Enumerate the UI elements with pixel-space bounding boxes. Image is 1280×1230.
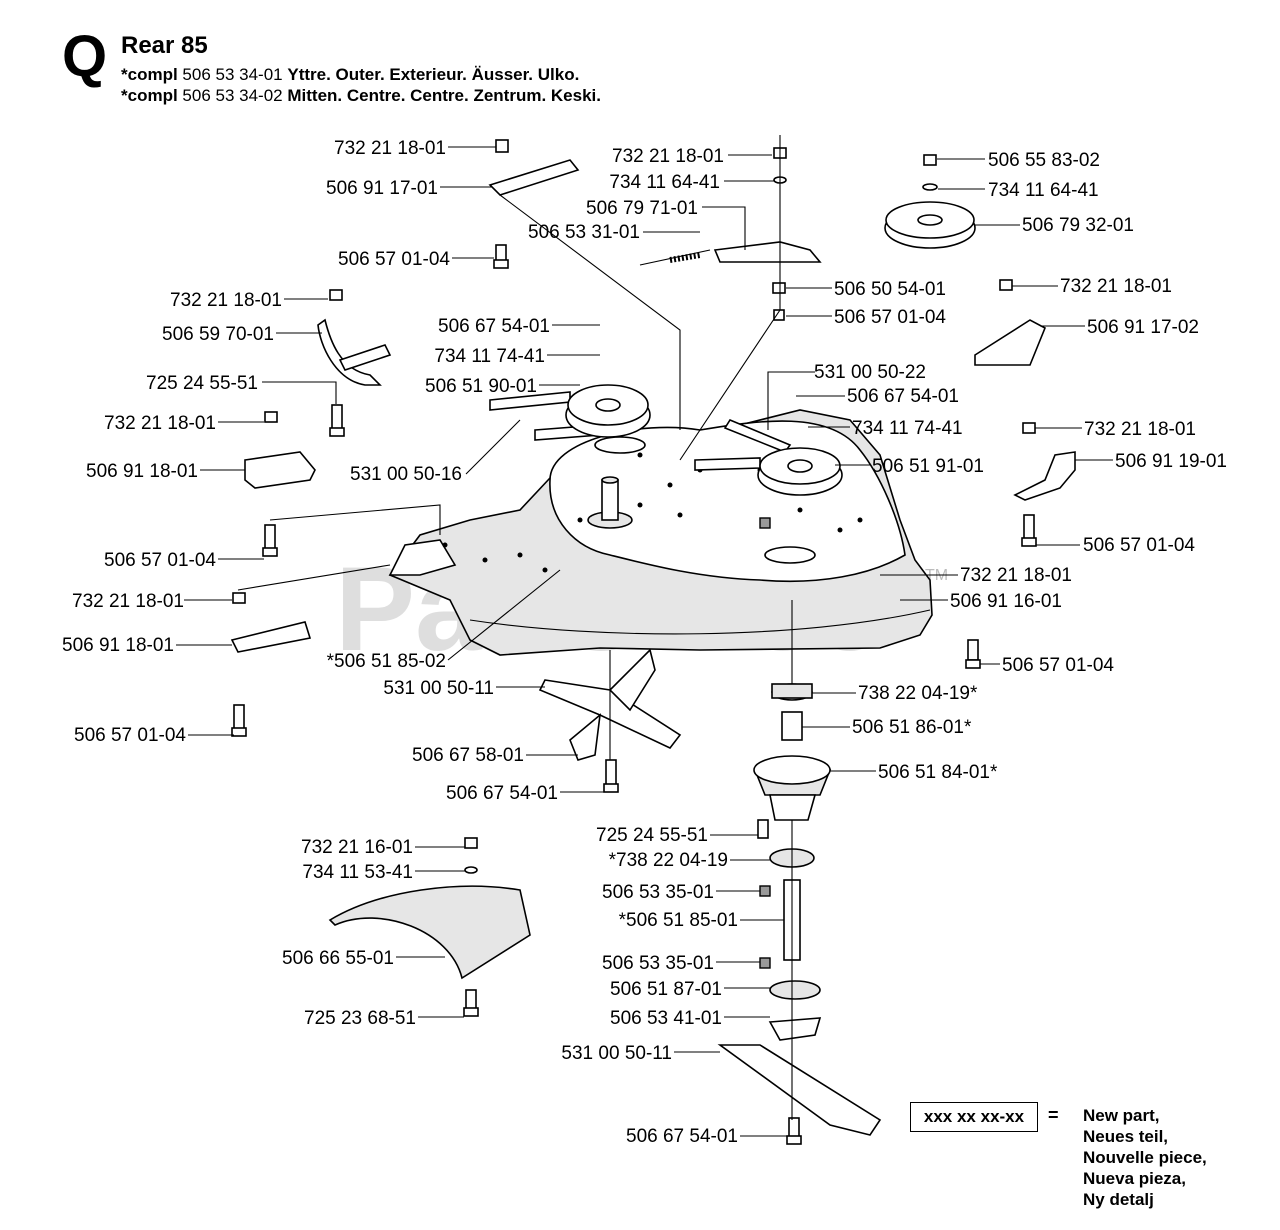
- legend-list: New part, Neues teil, Nouvelle piece, Nu…: [1083, 1105, 1207, 1210]
- assembly-line-outer: *compl 506 53 34-01 Yttre. Outer. Exteri…: [121, 66, 579, 83]
- assembly-description: Mitten. Centre. Centre. Zentrum. Keski.: [287, 86, 601, 105]
- part-number-label: 732 21 18-01: [1084, 419, 1196, 440]
- part-number-label: 506 51 91-01: [872, 456, 984, 477]
- compl-prefix: *compl: [121, 65, 178, 84]
- bolt-right-deck: [965, 639, 981, 669]
- bracket-left-mid: [244, 411, 316, 557]
- part-number-label: 732 21 18-01: [960, 565, 1072, 586]
- part-number-label: 531 00 50-11: [383, 678, 494, 699]
- part-number-label: 506 67 54-01: [847, 386, 959, 407]
- part-number-label: 506 67 54-01: [446, 783, 558, 804]
- belt-pulley-right: [694, 419, 843, 496]
- part-number-label: 506 57 01-04: [104, 550, 216, 571]
- part-number-label: 725 24 55-51: [596, 825, 708, 846]
- part-number-label: 506 53 31-01: [528, 222, 640, 243]
- part-number-label: 506 51 86-01*: [852, 717, 972, 738]
- part-number-label: 506 79 71-01: [586, 198, 698, 219]
- assembly-number: 506 53 34-02: [182, 86, 283, 105]
- part-labels: 732 21 18-01 506 91 17-01 506 57 01-04 732 …: [62, 138, 1227, 1147]
- part-number-label: 506 51 90-01: [425, 376, 537, 397]
- part-number-label: 732 21 18-01: [1060, 276, 1172, 297]
- part-number-label: 506 51 87-01: [610, 979, 722, 1000]
- part-number-label: 531 00 50-11: [561, 1043, 672, 1064]
- part-number-label: 725 23 68-51: [304, 1008, 416, 1029]
- deck-housing: [388, 409, 933, 656]
- part-number-label: 506 91 18-01: [62, 635, 174, 656]
- part-number-label: 506 57 01-04: [834, 307, 946, 328]
- part-number-label: 506 67 54-01: [626, 1126, 738, 1147]
- legend-line: New part,: [1083, 1106, 1160, 1125]
- part-number-label: 506 59 70-01: [162, 324, 274, 345]
- part-number-label: 732 21 18-01: [72, 591, 184, 612]
- legend-line: Nouvelle piece,: [1083, 1148, 1207, 1167]
- bracket-right-top: [974, 279, 1047, 366]
- part-number-label: 506 53 41-01: [610, 1008, 722, 1029]
- part-number-label: 506 91 19-01: [1115, 451, 1227, 472]
- part-number-label: 732 21 18-01: [170, 290, 282, 311]
- part-number-label: 506 67 58-01: [412, 745, 524, 766]
- bracket-right-mid: [1013, 422, 1076, 547]
- page-title: Rear 85: [121, 32, 208, 59]
- part-number-label: *738 22 04-19: [609, 850, 728, 871]
- part-number-label: 734 11 64-41: [609, 172, 720, 193]
- blade-lower: [717, 1044, 882, 1145]
- part-number-label: 506 53 35-01: [602, 953, 714, 974]
- assembly-number: 506 53 34-01: [182, 65, 283, 84]
- part-number-label: *506 51 85-02: [327, 651, 446, 672]
- legend-line: Neues teil,: [1083, 1127, 1169, 1146]
- part-number-label: *506 51 85-01: [619, 910, 738, 931]
- part-number-label: 732 21 16-01: [301, 837, 413, 858]
- part-number-label: 506 55 83-02: [988, 150, 1100, 171]
- belt-pulley-left: [489, 384, 651, 441]
- part-number-label: 506 53 35-01: [602, 882, 714, 903]
- part-number-label: 506 66 55-01: [282, 948, 394, 969]
- legend-line: Ny detalj: [1083, 1190, 1154, 1209]
- part-number-label: 506 91 16-01: [950, 591, 1062, 612]
- leader-lines: [176, 135, 1113, 1137]
- part-number-label: 531 00 50-16: [350, 464, 462, 485]
- compl-prefix: *compl: [121, 86, 178, 105]
- part-number-label: 732 21 18-01: [104, 413, 216, 434]
- legend-equals: =: [1048, 1105, 1059, 1125]
- bracket-left-low: [230, 592, 312, 737]
- part-number-label: 531 00 50-22: [814, 362, 926, 383]
- bracket-top-left: [488, 139, 580, 269]
- part-number-label: 734 11 64-41: [988, 180, 1099, 201]
- assembly-line-centre: *compl 506 53 34-02 Mitten. Centre. Cent…: [121, 87, 601, 104]
- bracket-left-clip: [317, 289, 392, 437]
- section-letter: Q: [62, 24, 108, 89]
- part-number-label: 506 91 17-02: [1087, 317, 1199, 338]
- tension-arm: [639, 147, 822, 321]
- legend-line: Nueva pieza,: [1083, 1169, 1186, 1188]
- part-number-label: 506 91 17-01: [326, 178, 438, 199]
- part-number-label: 732 21 18-01: [612, 146, 724, 167]
- part-number-label: 738 22 04-19*: [858, 683, 978, 704]
- part-number-label: 506 57 01-04: [1083, 535, 1195, 556]
- idler-pulley: [884, 154, 976, 249]
- new-part-legend-box: xxx xx xx-xx: [910, 1102, 1038, 1132]
- part-number-label: 734 11 74-41: [852, 418, 963, 439]
- part-number-label: 506 79 32-01: [1022, 215, 1134, 236]
- part-number-label: 734 11 74-41: [434, 346, 545, 367]
- part-number-label: 506 57 01-04: [1002, 655, 1114, 676]
- part-number-label: 732 21 18-01: [334, 138, 446, 159]
- part-number-label: 506 67 54-01: [438, 316, 550, 337]
- part-number-label: 506 57 01-04: [74, 725, 186, 746]
- part-number-label: 725 24 55-51: [146, 373, 258, 394]
- part-number-label: 734 11 53-41: [302, 862, 413, 883]
- part-number-label: 506 50 54-01: [834, 279, 946, 300]
- part-number-label: 506 91 18-01: [86, 461, 198, 482]
- deflector-plate: [328, 837, 531, 1017]
- part-number-label: 506 57 01-04: [338, 249, 450, 270]
- part-number-label: 506 51 84-01*: [878, 762, 998, 783]
- assembly-description: Yttre. Outer. Exterieur. Äusser. Ulko.: [287, 65, 580, 84]
